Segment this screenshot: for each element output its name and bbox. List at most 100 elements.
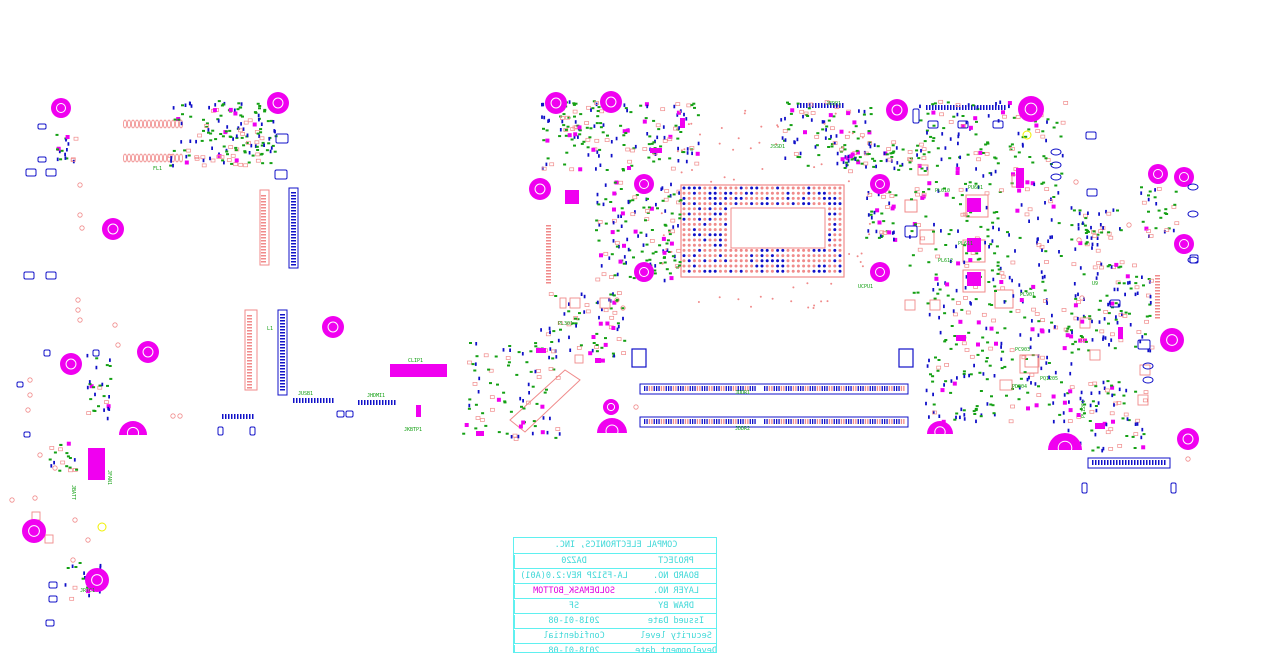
smd-pad [226,125,229,129]
smd-part [960,194,964,197]
smd-part [653,269,657,272]
smd-part [869,107,873,109]
smd-pad [1014,249,1016,253]
connector-pin [1164,460,1166,465]
via-dot [678,110,681,113]
smd-part [65,452,69,455]
dimm-pin [797,419,799,424]
via-dot [851,132,854,135]
smd-pad [1000,345,1002,349]
smd-pad [994,169,997,174]
smd-part [489,382,492,385]
smd-pad [1096,243,1099,247]
label-ucpu1: UCPU1 [858,284,873,290]
smd-pad [66,148,68,152]
smd-part [572,102,576,105]
smd-part [676,137,680,140]
mounting-hole-ring [875,179,885,189]
smd-outline [694,161,700,166]
connector-pin [280,347,285,349]
connector-pin [1155,281,1160,283]
component-outline [37,156,47,163]
smd-part [599,122,603,125]
smd-part [1119,265,1123,268]
dimm-pin [862,419,864,424]
connector-pin [291,210,296,212]
smd-pad [190,104,193,108]
smd-part [220,104,224,107]
smd-part [667,195,671,198]
dimm-pin [735,419,737,424]
smd-pad [1121,312,1123,317]
smd-part [632,277,636,280]
dimm-pin [836,386,838,391]
smd-part [532,420,536,423]
smd-outline [1092,381,1098,386]
connector-pin [280,314,285,316]
smd-pad [1028,219,1030,223]
smd-pad [561,119,564,124]
smd-pad [982,174,985,178]
smd-pad [602,202,605,207]
smd-part [251,154,255,157]
inductor-block-right [1019,354,1039,374]
bga-ball [838,202,842,206]
smd-part [986,141,990,144]
connector-pin [261,261,266,263]
smd-outline [964,348,970,352]
smd-part [1026,391,1030,394]
smd-pad [938,414,941,418]
dimm-pin [740,386,742,391]
bga-ball [807,191,811,195]
smd-pad [602,123,605,127]
smd-pad [548,355,550,360]
magenta-pad [1001,110,1005,115]
smd-pad [866,196,868,200]
smd-part [469,342,472,344]
silkscreen-labels: CLIP1 JUSB1 JHDMI1 JKBTP1 JFAN1 JBATT JR… [70,101,1098,594]
connector-pin [291,207,296,209]
smd-pad [1049,235,1052,240]
smd-pad [685,159,688,164]
smd-part [815,144,819,147]
bga-ball [807,269,811,273]
smd-outline [1108,235,1114,240]
bga-ball [833,186,837,190]
smd-part [798,156,802,159]
smd-part [562,113,566,116]
smd-pad [957,141,959,146]
smd-part [563,163,567,166]
dimm-pin [845,419,847,424]
smd-outline [973,151,979,156]
bga-ball [713,202,717,206]
bga-ball [682,217,686,221]
smd-part [1148,314,1152,317]
smd-pad [549,416,551,421]
dimm-pin [699,419,701,424]
smd-outline [505,356,511,360]
smd-part [1055,121,1059,124]
via-dot [732,178,735,181]
smd-pad [1045,361,1048,365]
smd-part [868,141,872,144]
smd-pad [1098,320,1101,324]
magenta-pad [931,110,936,115]
magenta-pad [852,120,857,125]
smd-outline [609,315,615,320]
smd-pad [660,187,663,191]
bga-ball [755,202,759,206]
smd-outline [1105,430,1111,435]
smd-outline [612,310,618,315]
mounting-hole-ring [934,426,946,438]
smd-outline [932,410,937,415]
magenta-pad [927,181,932,186]
magenta-pad [1062,346,1067,351]
bga-ball [812,202,816,206]
connector-pin [546,258,551,260]
connector-pin [261,216,266,218]
magenta-pad [803,130,807,135]
bga-ball [687,228,691,232]
smd-pad [833,141,836,145]
bga-ball [713,254,717,258]
smd-part [616,322,620,325]
